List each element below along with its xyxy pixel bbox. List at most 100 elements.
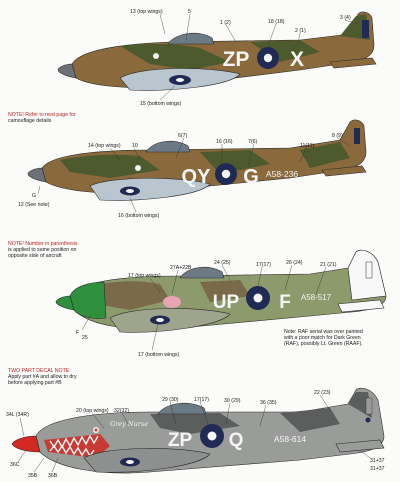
label-1-part-3: 3 (4) [340, 15, 351, 21]
aircraft-1-canopy [167, 32, 215, 45]
aircraft-2-wing-roundel-center [126, 189, 134, 193]
aircraft-1-code-right: X [290, 48, 304, 71]
label-2-part-g: G [32, 193, 36, 199]
aircraft-4-code-right: Q [229, 430, 244, 451]
label-1-part-18: 18 (18) [268, 19, 285, 25]
aircraft-1-labels: 13 (top wings) 5 1 (2) 18 (18) 2 (1) 3 (… [130, 9, 359, 107]
label-3-part-21: 21 (21) [320, 262, 337, 268]
aircraft-1-spinner [57, 63, 77, 79]
label-1-part-2: 2 (1) [295, 28, 306, 34]
label-4-top-wings: 20 (top wings) [76, 408, 109, 414]
aircraft-4-labels: 20 (top wings) 32(32) 29 (30) 17(17) 30 … [6, 390, 385, 479]
label-3-part-25: 25 [82, 335, 88, 341]
aircraft-2-spinner [27, 167, 47, 183]
label-1-part-1: 1 (2) [220, 20, 231, 26]
note-3-line-1: Note: RAF serial was over painted [284, 329, 363, 335]
note-3-line-3: (RAF), possibly Lt. Green (RAAF). [284, 341, 363, 347]
aircraft-3-fuselage-roundel-center [253, 293, 263, 303]
aircraft-4-fuselage-roundel-center [207, 431, 217, 441]
aircraft-4-fin-flash [365, 397, 373, 415]
note-2-line-3: opposite side of aircraft [8, 253, 62, 259]
label-4-part-17: 17(17) [194, 397, 209, 403]
label-4-part-36: 36 (35) [260, 400, 277, 406]
label-2-part-10: 10 [132, 143, 138, 149]
aircraft-4-code-left: ZP [168, 430, 193, 451]
label-3-bottom-wings: 17 (bottom wings) [138, 352, 180, 358]
note-1-line-2: camouflage details [8, 118, 52, 124]
label-2-part-7: 7(6) [248, 139, 257, 145]
label-4-part-35b: 35B [28, 473, 38, 479]
label-2-part-8: 8 (9) [332, 133, 343, 139]
aircraft-1-camo-green [120, 14, 370, 70]
aircraft-4-nose-art: Grey Nurse [110, 420, 148, 428]
label-4-part-34: 34L (34R) [6, 412, 29, 418]
aircraft-4-serial: A58-614 [274, 434, 306, 444]
aircraft-4-wing-roundel-center [126, 460, 134, 464]
aircraft-3: UP F A58-517 [55, 249, 387, 333]
note-4: TWO PART DECAL NOTE: Apply part #A and a… [8, 368, 77, 386]
label-2-top-wings: 14 (top wings) [88, 143, 121, 149]
aircraft-4-shark-teeth [49, 434, 99, 458]
aircraft-4: ZP Q A58-614 Grey Nurse [11, 387, 385, 474]
aircraft-1-fuselage-roundel-center [263, 53, 273, 63]
aircraft-3-labels: 17 (top wings) 27A+22B 24 (25) 17(17) 26… [76, 260, 337, 358]
aircraft-4-camo-dark [150, 392, 372, 434]
note-4-line-2: Apply part #A and allow to dry [8, 374, 77, 380]
label-3-part-27: 27A+22B [170, 265, 192, 271]
aircraft-1-wing-roundel-center [176, 78, 184, 82]
aircraft-2-camo-green [60, 142, 350, 178]
note-3-line-2: with a poor match for Dark Green [284, 335, 361, 341]
aircraft-4-wing [83, 448, 211, 473]
aircraft-2-tailplane [321, 165, 367, 177]
label-2-part-16: 16 (16) [216, 139, 233, 145]
aircraft-2-nose-art [135, 165, 141, 171]
aircraft-3-nose [69, 281, 107, 319]
label-4-part-31b: 31+37 [370, 466, 385, 472]
aircraft-2-labels: 14 (top wings) 10 6(7) 16 (16) 7(6) 11(1… [18, 133, 351, 219]
aircraft-3-serial: A58-517 [301, 293, 332, 302]
label-1-bottom-wings: 15 (bottom wings) [140, 101, 182, 107]
aircraft-4-shark-eye-pupil [94, 428, 98, 432]
aircraft-2-canopy [145, 140, 191, 153]
aircraft-4-fin-roundel [365, 417, 371, 423]
note-2: NOTE! Number in parenthesis is applied t… [8, 241, 78, 259]
aircraft-2-serial: A58-236 [266, 169, 298, 179]
aircraft-4-canopy [157, 402, 207, 415]
aircraft-2-code-right: G [243, 166, 259, 188]
aircraft-1-code-left: ZP [223, 48, 250, 71]
label-3-part-17: 17(17) [256, 262, 271, 268]
note-1: NOTE! Refer to next page for camouflage … [8, 112, 76, 124]
note-2-line-2: is applied to same position on [8, 247, 76, 253]
label-2-part-12: 12 (See note) [18, 202, 50, 208]
aircraft-3-wing [109, 308, 231, 333]
aircraft-2-fuselage-roundel-center [221, 169, 231, 179]
label-3-part-26: 26 (24) [286, 260, 303, 266]
aircraft-3-code-right: F [279, 292, 291, 313]
label-4-part-29: 29 (30) [162, 397, 179, 403]
aircraft-3-code-left: UP [213, 292, 240, 313]
label-1-top-wings: 13 (top wings) [130, 9, 163, 15]
label-1-part-5: 5 [188, 9, 191, 15]
aircraft-3-camo-brown [90, 280, 250, 310]
label-2-part-11: 11(11) [300, 143, 314, 149]
label-3-part-24: 24 (25) [214, 260, 231, 266]
note-1-line-1: NOTE! Refer to next page for [8, 112, 76, 118]
aircraft-1-fin-flash [362, 20, 369, 38]
aircraft-2-code-left: QY [182, 166, 212, 188]
aircraft-2: QY G A58-236 [27, 119, 367, 201]
aircraft-3-wing-roundel-center [156, 318, 164, 322]
label-4-part-31: 31+37 [370, 458, 385, 464]
aircraft-3-nose-art [163, 296, 181, 308]
aircraft-4-tailplane [335, 439, 385, 453]
label-4-part-36b: 36B [48, 473, 58, 479]
aircraft-3-tailplane [337, 299, 385, 313]
leader-line [81, 264, 327, 351]
aircraft-3-fin-flash [365, 261, 373, 279]
note-2-line-1: NOTE! Number in parenthesis [8, 241, 78, 247]
label-4-part-32: 32(32) [114, 408, 129, 414]
leader-line [159, 13, 359, 101]
aircraft-2-wing [89, 177, 211, 201]
label-3-top-wings: 17 (top wings) [128, 273, 161, 279]
